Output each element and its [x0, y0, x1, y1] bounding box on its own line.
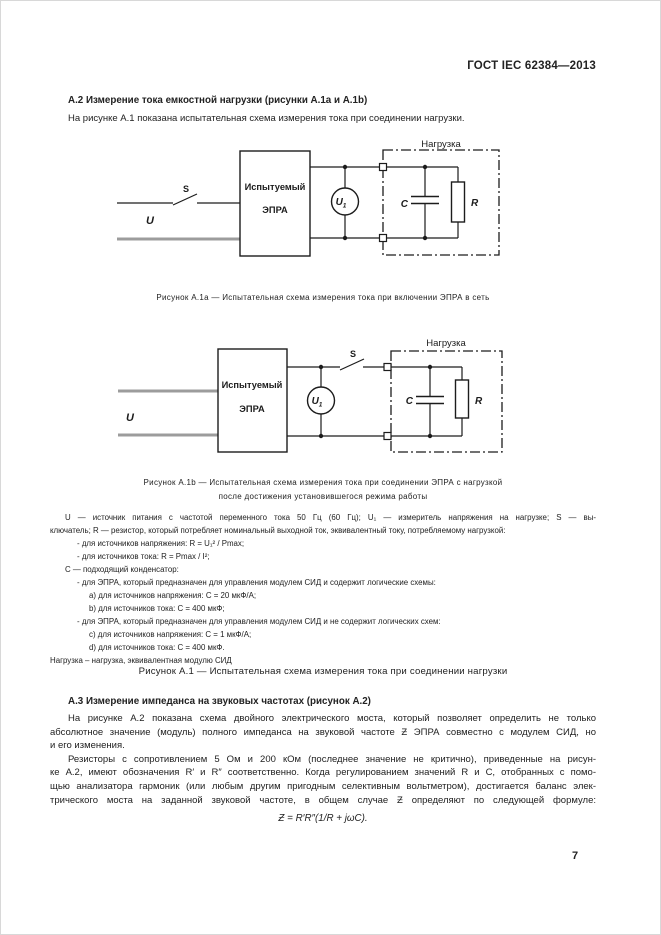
load-group-label: Нагрузка: [421, 139, 461, 150]
body-line: абсолютное значение (модуль) полного имп…: [50, 726, 596, 738]
dut-label-line2: ЭПРА: [239, 404, 265, 414]
section-a3-body: На рисунке А.2 показана схема двойного э…: [50, 712, 596, 807]
legend-line: - для источников напряжения: R = U₁² / P…: [77, 539, 245, 548]
load-box: [390, 350, 503, 453]
figure-a1a-diagram: Нагрузка S U Испытуемый ЭПРА U1 C R: [117, 139, 500, 257]
legend-line: С — подходящий конденсатор:: [65, 565, 179, 574]
terminal-bottom: [378, 233, 388, 243]
body-line: щью анализатора гармоник (или любым друг…: [50, 780, 596, 792]
switch-blade: [172, 193, 198, 206]
body-line: трического моста на заданной звуковой ча…: [50, 794, 596, 806]
source-label: U: [146, 215, 155, 227]
source-label: U: [126, 412, 135, 424]
resistor-label: R: [471, 198, 479, 209]
legend-line: U — источник питания с частотой переменн…: [65, 513, 596, 522]
voltmeter-u1: [330, 187, 360, 216]
section-a2-heading: А.2 Измерение тока емкостной нагрузки (р…: [68, 95, 368, 106]
dut-label-line1: Испытуемый: [222, 380, 283, 390]
junction-dot: [422, 164, 428, 170]
load-box: [382, 149, 500, 256]
capacitor-plates: [416, 395, 444, 405]
capacitor-label: C: [401, 199, 409, 210]
input-wires: [118, 389, 218, 437]
terminal-bottom: [383, 431, 392, 441]
figure-a1b-caption-line1: Рисунок А.1b — Испытательная схема измер…: [143, 478, 503, 487]
figure-a1a-caption: Рисунок А.1а — Испытательная схема измер…: [156, 293, 490, 302]
resistor-label: R: [475, 396, 483, 407]
switch-label: S: [183, 184, 189, 194]
junction-dot: [342, 164, 348, 170]
legend-line: b) для источников тока: С = 400 мкФ;: [89, 604, 225, 613]
legend-line: d) для источников тока: С = 400 мкФ.: [89, 643, 225, 652]
load-group-label: Нагрузка: [426, 338, 466, 349]
junction-dot: [342, 235, 348, 241]
junction-dot: [318, 364, 324, 370]
resistor-symbol: [454, 379, 470, 419]
capacitor-label: C: [406, 396, 414, 407]
figure-a1-legend: U — источник питания с частотой переменн…: [50, 511, 596, 667]
section-a2-intro: На рисунке А.1 показана испытательная сх…: [68, 113, 465, 124]
section-a3-heading: А.3 Измерение импеданса на звуковых част…: [68, 696, 371, 707]
junction-dot: [318, 433, 324, 439]
figure-a1b-caption: Рисунок А.1b — Испытательная схема измер…: [50, 476, 596, 503]
page-number: 7: [571, 850, 579, 862]
figure-a1-main-caption: Рисунок А.1 — Испытательная схема измере…: [138, 666, 508, 677]
impedance-formula: Ƶ = R′R″(1/R + jωC).: [278, 813, 368, 824]
dut-box: [217, 348, 288, 453]
load-internal-wires: [391, 366, 462, 437]
load-internal-wires: [386, 166, 458, 239]
junction-dot: [427, 433, 433, 439]
junction-dot: [422, 235, 428, 241]
legend-line: - для ЭПРА, который предназначен для упр…: [77, 617, 441, 626]
resistor-symbol: [450, 181, 466, 223]
switch-blade: [339, 358, 365, 371]
voltmeter-label: U1: [336, 197, 347, 210]
terminal-top: [378, 162, 388, 172]
page-header: ГОСТ IEC 62384—2013: [467, 60, 596, 72]
switch-label: S: [350, 349, 356, 359]
voltmeter-label: U1: [312, 396, 323, 409]
body-line: и его изменения.: [50, 740, 125, 752]
body-line: На рисунке А.2 показана схема двойного э…: [68, 713, 596, 724]
legend-line: - для ЭПРА, который предназначен для упр…: [77, 578, 436, 587]
junction-dot: [427, 364, 433, 370]
dut-box: [239, 150, 311, 257]
terminal-top: [383, 362, 392, 372]
figure-a1b-caption-line2: после достижения установившегося режима …: [218, 491, 428, 501]
legend-line: ключатель; R — резистор, который потребл…: [50, 526, 506, 535]
voltmeter-u1: [306, 386, 336, 415]
figure-a1b-diagram: Нагрузка U Испытуемый ЭПРА S U1 C R: [118, 338, 503, 453]
dut-label-line2: ЭПРА: [262, 205, 288, 215]
legend-line: - для источников тока: R = Pmax / I²;: [77, 552, 210, 561]
dut-label-line1: Испытуемый: [245, 182, 306, 192]
capacitor-plates: [411, 195, 439, 205]
legend-line: Нагрузка – нагрузка, эквивалентная модул…: [50, 656, 232, 665]
body-line: ке А.2, имеют обозначения R′ и R″ соотве…: [50, 767, 596, 779]
legend-line: a) для источников напряжения: С = 20 мкФ…: [89, 591, 257, 600]
legend-line: c) для источников напряжения: С = 1 мкФ/…: [89, 630, 252, 639]
body-line: Резисторы с сопротивлением 5 Ом и 200 кО…: [68, 753, 596, 765]
